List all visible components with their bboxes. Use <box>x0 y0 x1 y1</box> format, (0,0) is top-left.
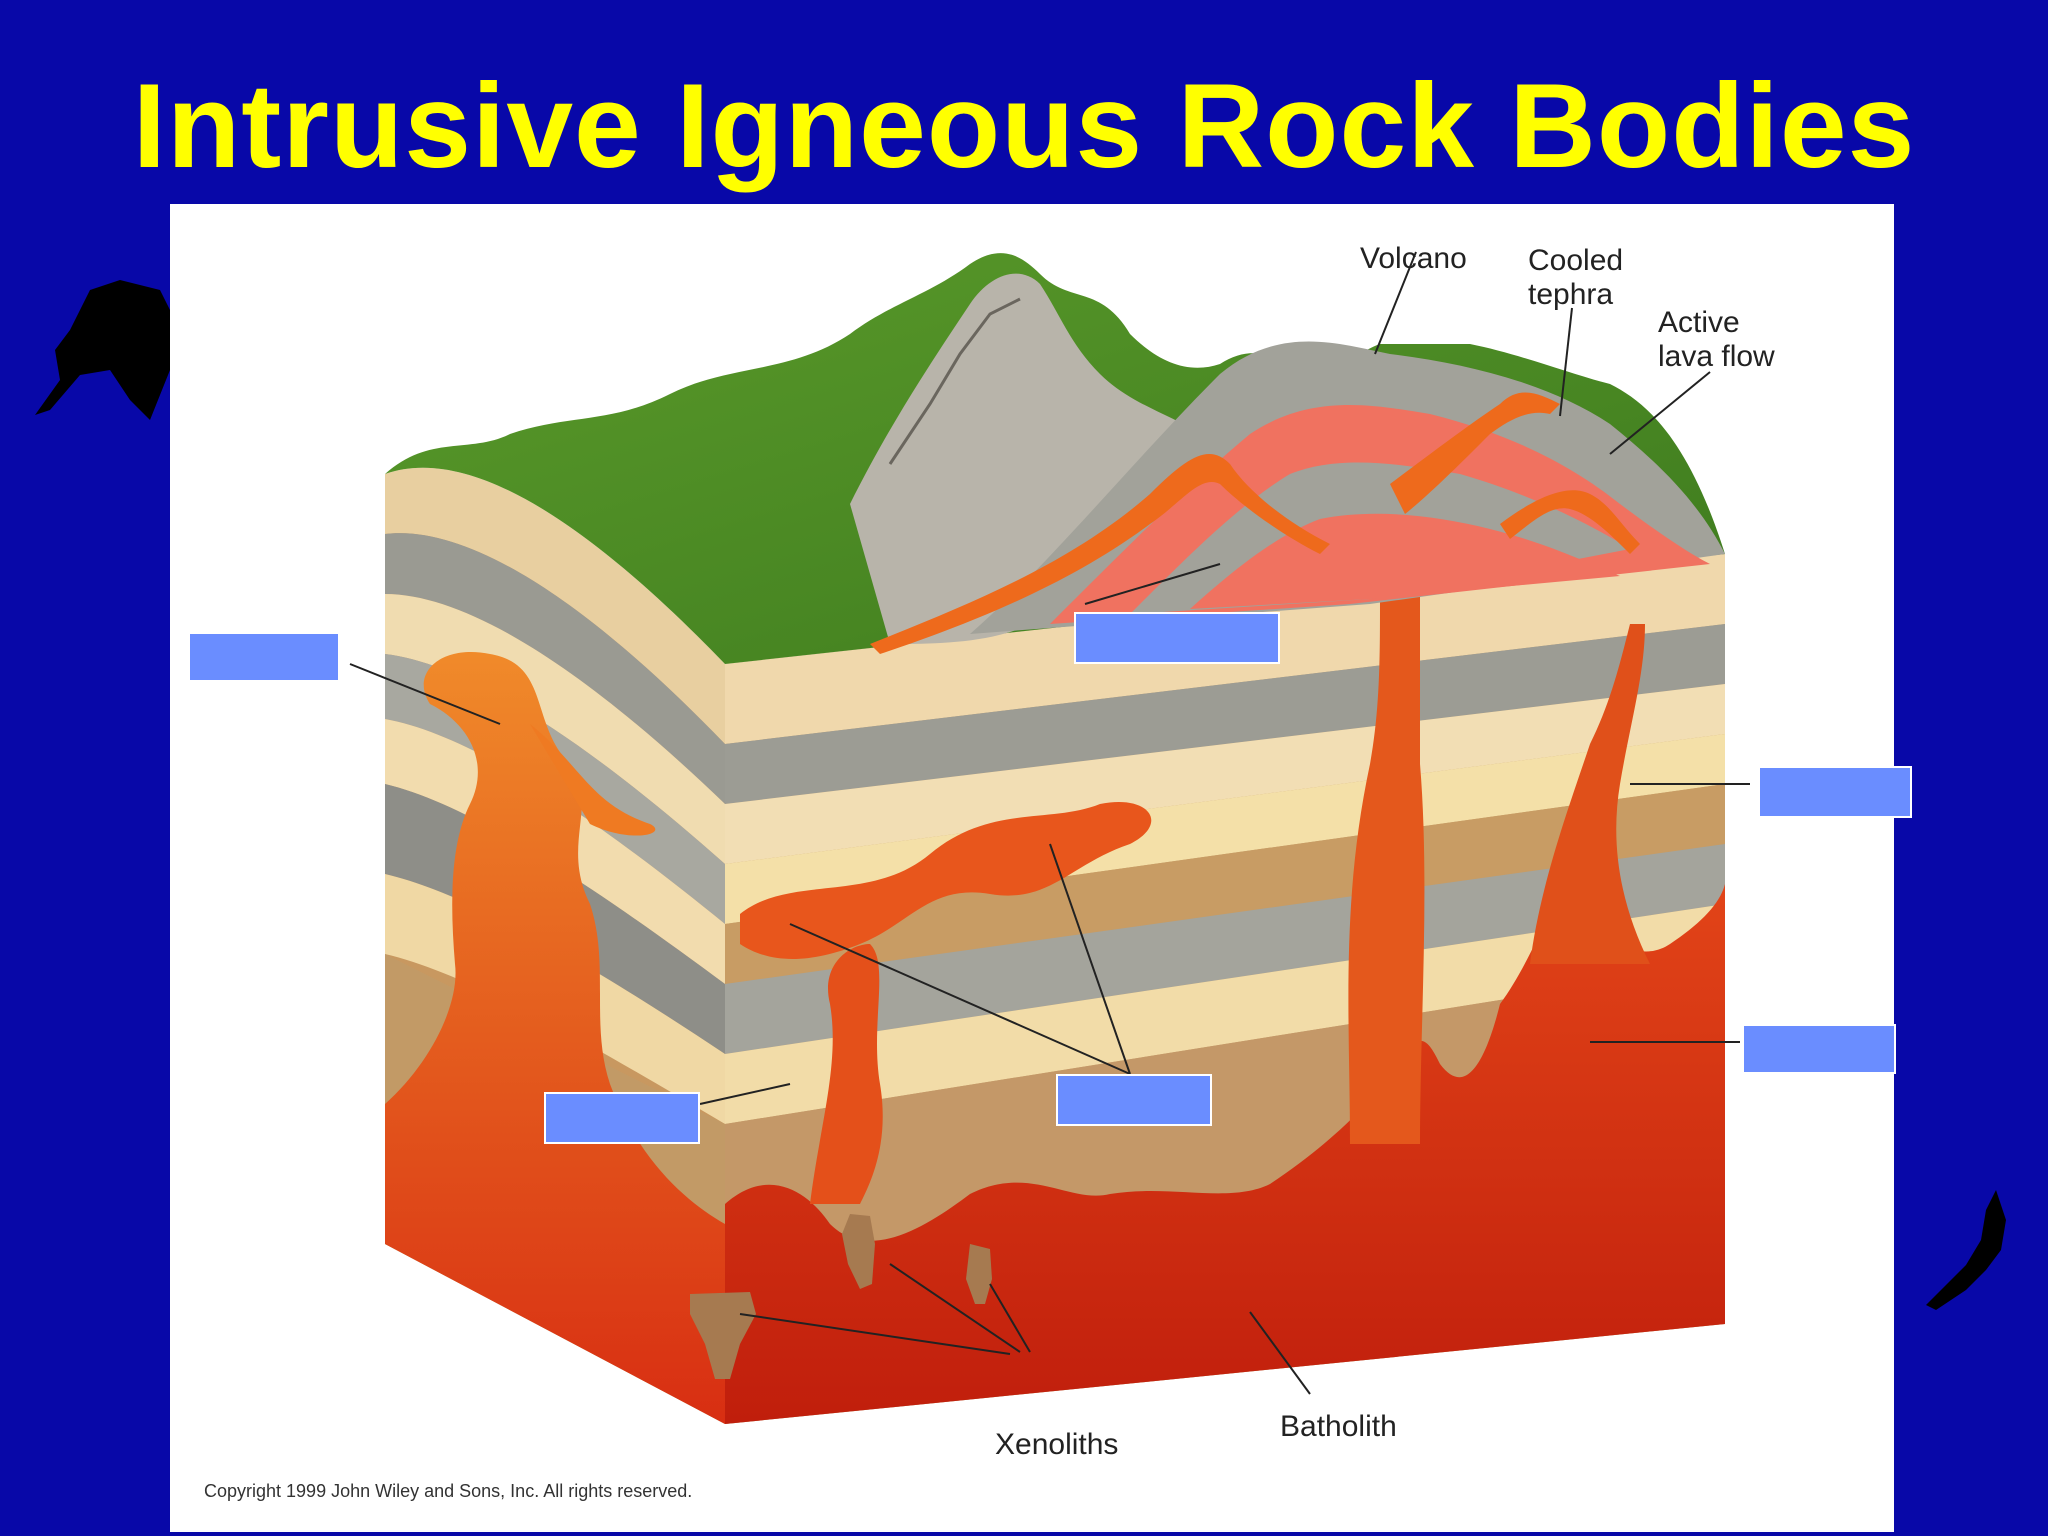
label-active-lava-flow-line1: Active <box>1658 306 1740 339</box>
block-diagram: Volcano Cooled tephra Active lava flow X… <box>349 242 1775 1461</box>
label-cooled-tephra: Cooled tephra <box>1528 244 1631 311</box>
label-volcano: Volcano <box>1360 242 1467 275</box>
blank-label-box-left[interactable] <box>188 632 340 682</box>
blank-label-box-lower-left[interactable] <box>544 1092 700 1144</box>
diagram-figure: Volcano Cooled tephra Active lava flow X… <box>170 204 1894 1532</box>
label-cooled-tephra-line1: Cooled <box>1528 244 1623 277</box>
label-xenoliths: Xenoliths <box>995 1428 1118 1461</box>
blank-label-box-right-lower[interactable] <box>1742 1024 1896 1074</box>
blank-label-box-top[interactable] <box>1074 612 1280 664</box>
label-cooled-tephra-line2: tephra <box>1528 278 1613 311</box>
label-active-lava-flow: Active lava flow <box>1658 306 1775 373</box>
leader-lines <box>349 251 1750 1395</box>
right-face <box>725 384 1725 1424</box>
label-active-lava-flow-line2: lava flow <box>1658 340 1775 373</box>
label-batholith: Batholith <box>1280 1410 1397 1443</box>
copyright-notice: Copyright 1999 John Wiley and Sons, Inc.… <box>204 1481 693 1501</box>
top-surface <box>385 253 1725 664</box>
right-map-fragment <box>1926 1190 2006 1310</box>
xenoliths <box>690 1214 992 1379</box>
slide-title: Intrusive Igneous Rock Bodies <box>132 59 1916 193</box>
blank-label-box-right-upper[interactable] <box>1758 766 1912 818</box>
blank-label-box-center[interactable] <box>1056 1074 1212 1126</box>
left-map-fragment <box>35 280 175 420</box>
